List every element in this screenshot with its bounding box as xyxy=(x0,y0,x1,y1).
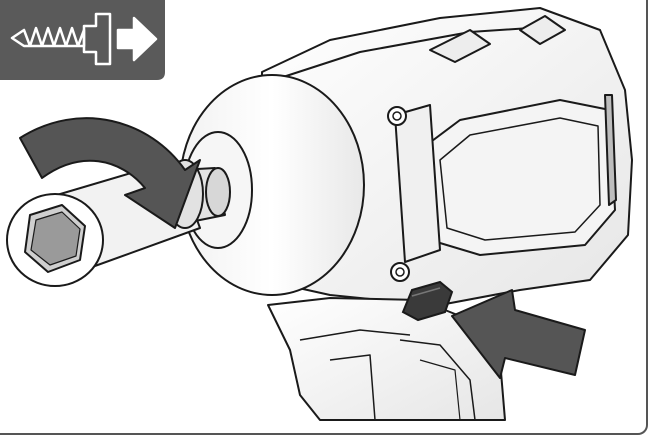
pointer-arrow-icon xyxy=(451,289,586,379)
socket xyxy=(6,159,231,287)
screw-loosen-badge xyxy=(0,0,165,80)
screw-loosen-icon xyxy=(10,12,158,66)
tool-handle xyxy=(267,297,506,421)
direction-switch xyxy=(401,280,454,322)
counterclockwise-rotation-arrow-icon xyxy=(19,117,201,229)
